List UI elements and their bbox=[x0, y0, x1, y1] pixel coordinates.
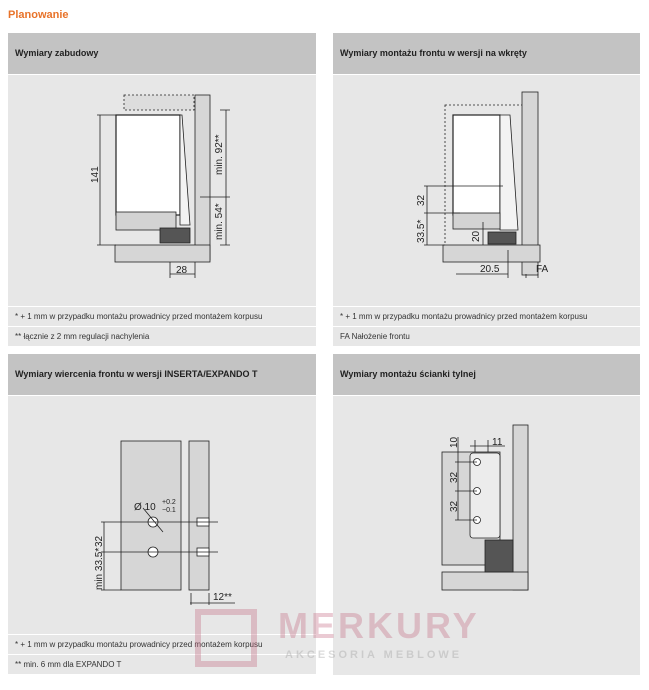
panel-front-drilling: Wymiary wiercenia frontu w wersji INSERT… bbox=[8, 354, 316, 674]
dim-min: min 33.5* bbox=[94, 548, 105, 590]
footnote: * + 1 mm w przypadku montażu prowadnicy … bbox=[8, 635, 316, 654]
panel-front-screw-mounting: Wymiary montażu frontu w wersji na wkręt… bbox=[333, 33, 640, 346]
dim-rail: 20 bbox=[471, 230, 482, 242]
front-screw-mounting-drawing: 32 33.5* 20 20.5 FA bbox=[333, 75, 640, 306]
footnote: * + 1 mm w przypadku montażu prowadnicy … bbox=[8, 307, 316, 326]
footnote: * + 1 mm w przypadku montażu prowadnicy … bbox=[333, 307, 640, 326]
dim-side: 11 bbox=[492, 437, 503, 448]
panel-title: Wymiary montażu ścianki tylnej bbox=[333, 354, 640, 395]
dim-depth: 28 bbox=[176, 265, 188, 276]
panel-back-wall-mounting: Wymiary montażu ścianki tylnej 10 11 32 … bbox=[333, 354, 640, 675]
footnote: ** łącznie z 2 mm regulacji nachylenia bbox=[8, 327, 316, 346]
dim-depth: 12** bbox=[213, 592, 232, 603]
dim-offset: 20.5 bbox=[480, 264, 500, 275]
dim-spacing: 32 bbox=[94, 535, 105, 547]
build-dimensions-drawing: 141 min. 92** min. 54* 28 bbox=[8, 75, 316, 306]
dim-lower: 33.5* bbox=[416, 220, 427, 243]
dim-tol-plus: +0.2 bbox=[162, 499, 176, 506]
panel-title: Wymiary wiercenia frontu w wersji INSERT… bbox=[8, 354, 316, 395]
back-wall-mounting-drawing: 10 11 32 32 bbox=[333, 396, 640, 675]
dim-diameter: Ø 10 bbox=[134, 502, 156, 513]
footnote: FA Nałożenie frontu bbox=[333, 327, 640, 346]
dim-bottom: min. 54* bbox=[214, 203, 225, 240]
dim-height: 141 bbox=[90, 166, 101, 183]
dim-spacing-2: 32 bbox=[449, 500, 460, 512]
front-drilling-drawing: Ø 10 +0.2 −0.1 32 min 33.5* 12** bbox=[8, 396, 316, 634]
dim-fa: FA bbox=[536, 264, 549, 275]
page-title: Planowanie bbox=[8, 9, 69, 21]
dim-top: min. 92** bbox=[214, 134, 225, 175]
panel-build-dimensions: Wymiary zabudowy 141 min. 92** min. 54* … bbox=[8, 33, 316, 346]
dim-spacing-1: 32 bbox=[449, 471, 460, 483]
panel-title: Wymiary montażu frontu w wersji na wkręt… bbox=[333, 33, 640, 74]
dim-tol-minus: −0.1 bbox=[162, 507, 176, 514]
dim-upper: 32 bbox=[416, 194, 427, 206]
dim-top: 10 bbox=[449, 436, 460, 448]
panel-title: Wymiary zabudowy bbox=[8, 33, 316, 74]
footnote: ** min. 6 mm dla EXPANDO T bbox=[8, 655, 316, 674]
